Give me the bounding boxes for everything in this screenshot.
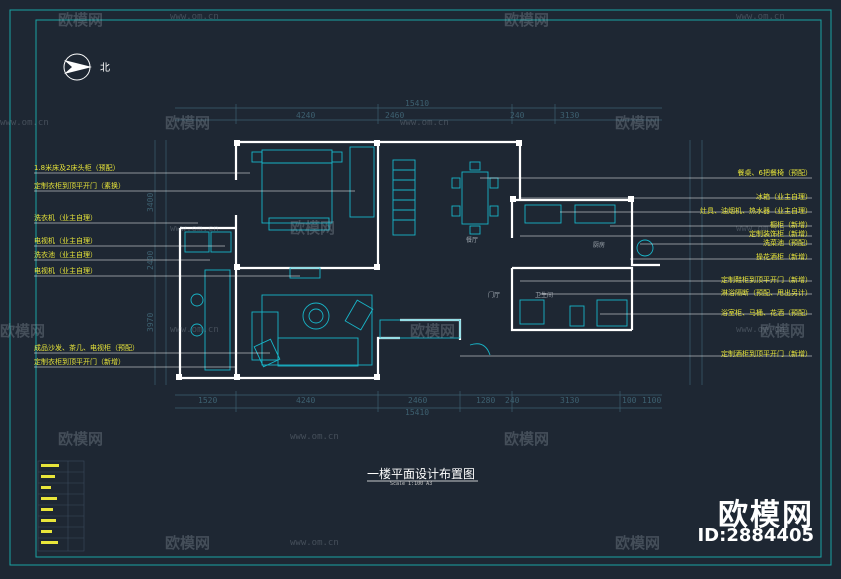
watermark-url: www.om.cn bbox=[290, 538, 339, 548]
watermark: 欧模网 bbox=[58, 430, 104, 448]
watermark-url: www.om.cn bbox=[736, 12, 785, 22]
brand-logo: 欧模网 bbox=[718, 498, 814, 533]
label-cabinet: 橱柜（新增） bbox=[770, 221, 812, 229]
watermark: 欧模网 bbox=[504, 430, 550, 448]
room-label-bathroom: 卫生间 bbox=[535, 292, 554, 299]
label-bathroom: 浴室柜、马桶、花洒（预配） bbox=[721, 309, 812, 317]
label-laundry-sink: 洗衣池（业主自理） bbox=[34, 251, 97, 259]
label-wine-cabinet-2: 定制酒柜到顶平开门（新增） bbox=[721, 350, 812, 358]
watermark-url: www.om.cn bbox=[170, 12, 219, 22]
room-label-dining: 餐厅 bbox=[466, 237, 479, 244]
watermark: 欧模网 bbox=[504, 11, 550, 29]
label-shower: 淋浴隔断（预配、甩出另计） bbox=[721, 289, 812, 297]
dimension-bottom: 3130 bbox=[560, 396, 580, 405]
drawing-scale: Scale 1:100 A3 bbox=[390, 481, 433, 487]
watermark: 欧模网 bbox=[615, 534, 661, 552]
dimension-bottom: 2460 bbox=[408, 396, 428, 405]
watermark-url: www.om.cn bbox=[170, 325, 219, 335]
watermark: 欧模网 bbox=[760, 322, 806, 340]
watermark: 欧模网 bbox=[165, 534, 211, 552]
label-sofa: 成品沙发、茶几、电视柜（预配） bbox=[34, 344, 139, 352]
label-display-cabinet: 定制装饰柜（新增） bbox=[749, 230, 812, 238]
leader-lines bbox=[34, 172, 812, 368]
dimension-top: 3130 bbox=[560, 111, 580, 120]
dimension-top: 4240 bbox=[296, 111, 316, 120]
inner-frame bbox=[35, 19, 822, 558]
watermark: 欧模网 bbox=[290, 219, 336, 237]
dimension-top: 2460 bbox=[385, 111, 405, 120]
watermark-url: www.om.cn bbox=[736, 224, 785, 234]
watermark-url: www.om.cn bbox=[0, 118, 49, 128]
room-label-foyer: 门厅 bbox=[488, 292, 501, 299]
dimension-bottom: 1100 bbox=[642, 396, 662, 405]
watermark-url: www.om.cn bbox=[400, 118, 449, 128]
label-washing-machine: 洗衣机（业主自理） bbox=[34, 214, 97, 222]
watermark: 欧模网 bbox=[615, 114, 661, 132]
dimension-left: 2400 bbox=[146, 250, 155, 270]
watermark: 欧模网 bbox=[165, 114, 211, 132]
dimension-total-top: 15410 bbox=[405, 99, 430, 108]
label-tv-2: 电视机（业主自理） bbox=[34, 267, 97, 275]
dimension-lines bbox=[154, 104, 703, 412]
watermark: 欧模网 bbox=[410, 322, 456, 340]
furniture bbox=[184, 146, 654, 371]
north-label: 北 bbox=[100, 63, 110, 74]
label-sink: 洗菜池（预配） bbox=[763, 239, 812, 247]
dimension-left: 3400 bbox=[146, 192, 155, 212]
label-fridge: 冰箱（业主自理） bbox=[756, 193, 812, 201]
label-dining-set: 餐桌、6把餐椅（预配） bbox=[737, 169, 812, 177]
brand-id: ID:2884405 bbox=[697, 525, 814, 546]
wall-columns bbox=[176, 140, 634, 380]
label-wardrobe-2: 定制衣柜到顶平开门（新增） bbox=[34, 358, 125, 366]
dimension-left: 3970 bbox=[146, 312, 155, 332]
dimension-total-bottom: 15410 bbox=[405, 408, 430, 417]
drawing-title: 一楼平面设计布置图 bbox=[367, 467, 476, 481]
watermark: 欧模网 bbox=[0, 322, 46, 340]
label-bed: 1.8米床及2床头柜（预配） bbox=[34, 164, 120, 172]
watermark-url: www.om.cn bbox=[170, 224, 219, 234]
dimension-bottom: 240 bbox=[505, 396, 520, 405]
watermark: 欧模网 bbox=[58, 11, 104, 29]
label-tv: 电视机（业主自理） bbox=[34, 237, 97, 245]
label-shoe-cabinet: 定制鞋柜到顶平开门（新增） bbox=[721, 276, 812, 284]
legend-table bbox=[37, 460, 85, 552]
watermark-url: www.om.cn bbox=[736, 325, 785, 335]
north-arrow-icon bbox=[63, 53, 92, 81]
label-wine-cabinet: 操花酒柜（新增） bbox=[756, 253, 812, 261]
dimension-bottom: 100 bbox=[622, 396, 637, 405]
dimension-top: 240 bbox=[510, 111, 525, 120]
watermark-url: www.om.cn bbox=[290, 432, 339, 442]
outer-frame bbox=[9, 9, 832, 566]
dimension-bottom: 4240 bbox=[296, 396, 316, 405]
room-label-kitchen: 厨房 bbox=[593, 242, 606, 249]
legend-swatches bbox=[41, 464, 59, 544]
dimension-bottom: 1280 bbox=[476, 396, 496, 405]
label-stove: 灶具、油烟机、热水器（业主自理） bbox=[700, 207, 812, 215]
label-wardrobe: 定制衣柜到顶平开门（素换） bbox=[34, 182, 125, 190]
dimension-bottom: 1520 bbox=[198, 396, 218, 405]
